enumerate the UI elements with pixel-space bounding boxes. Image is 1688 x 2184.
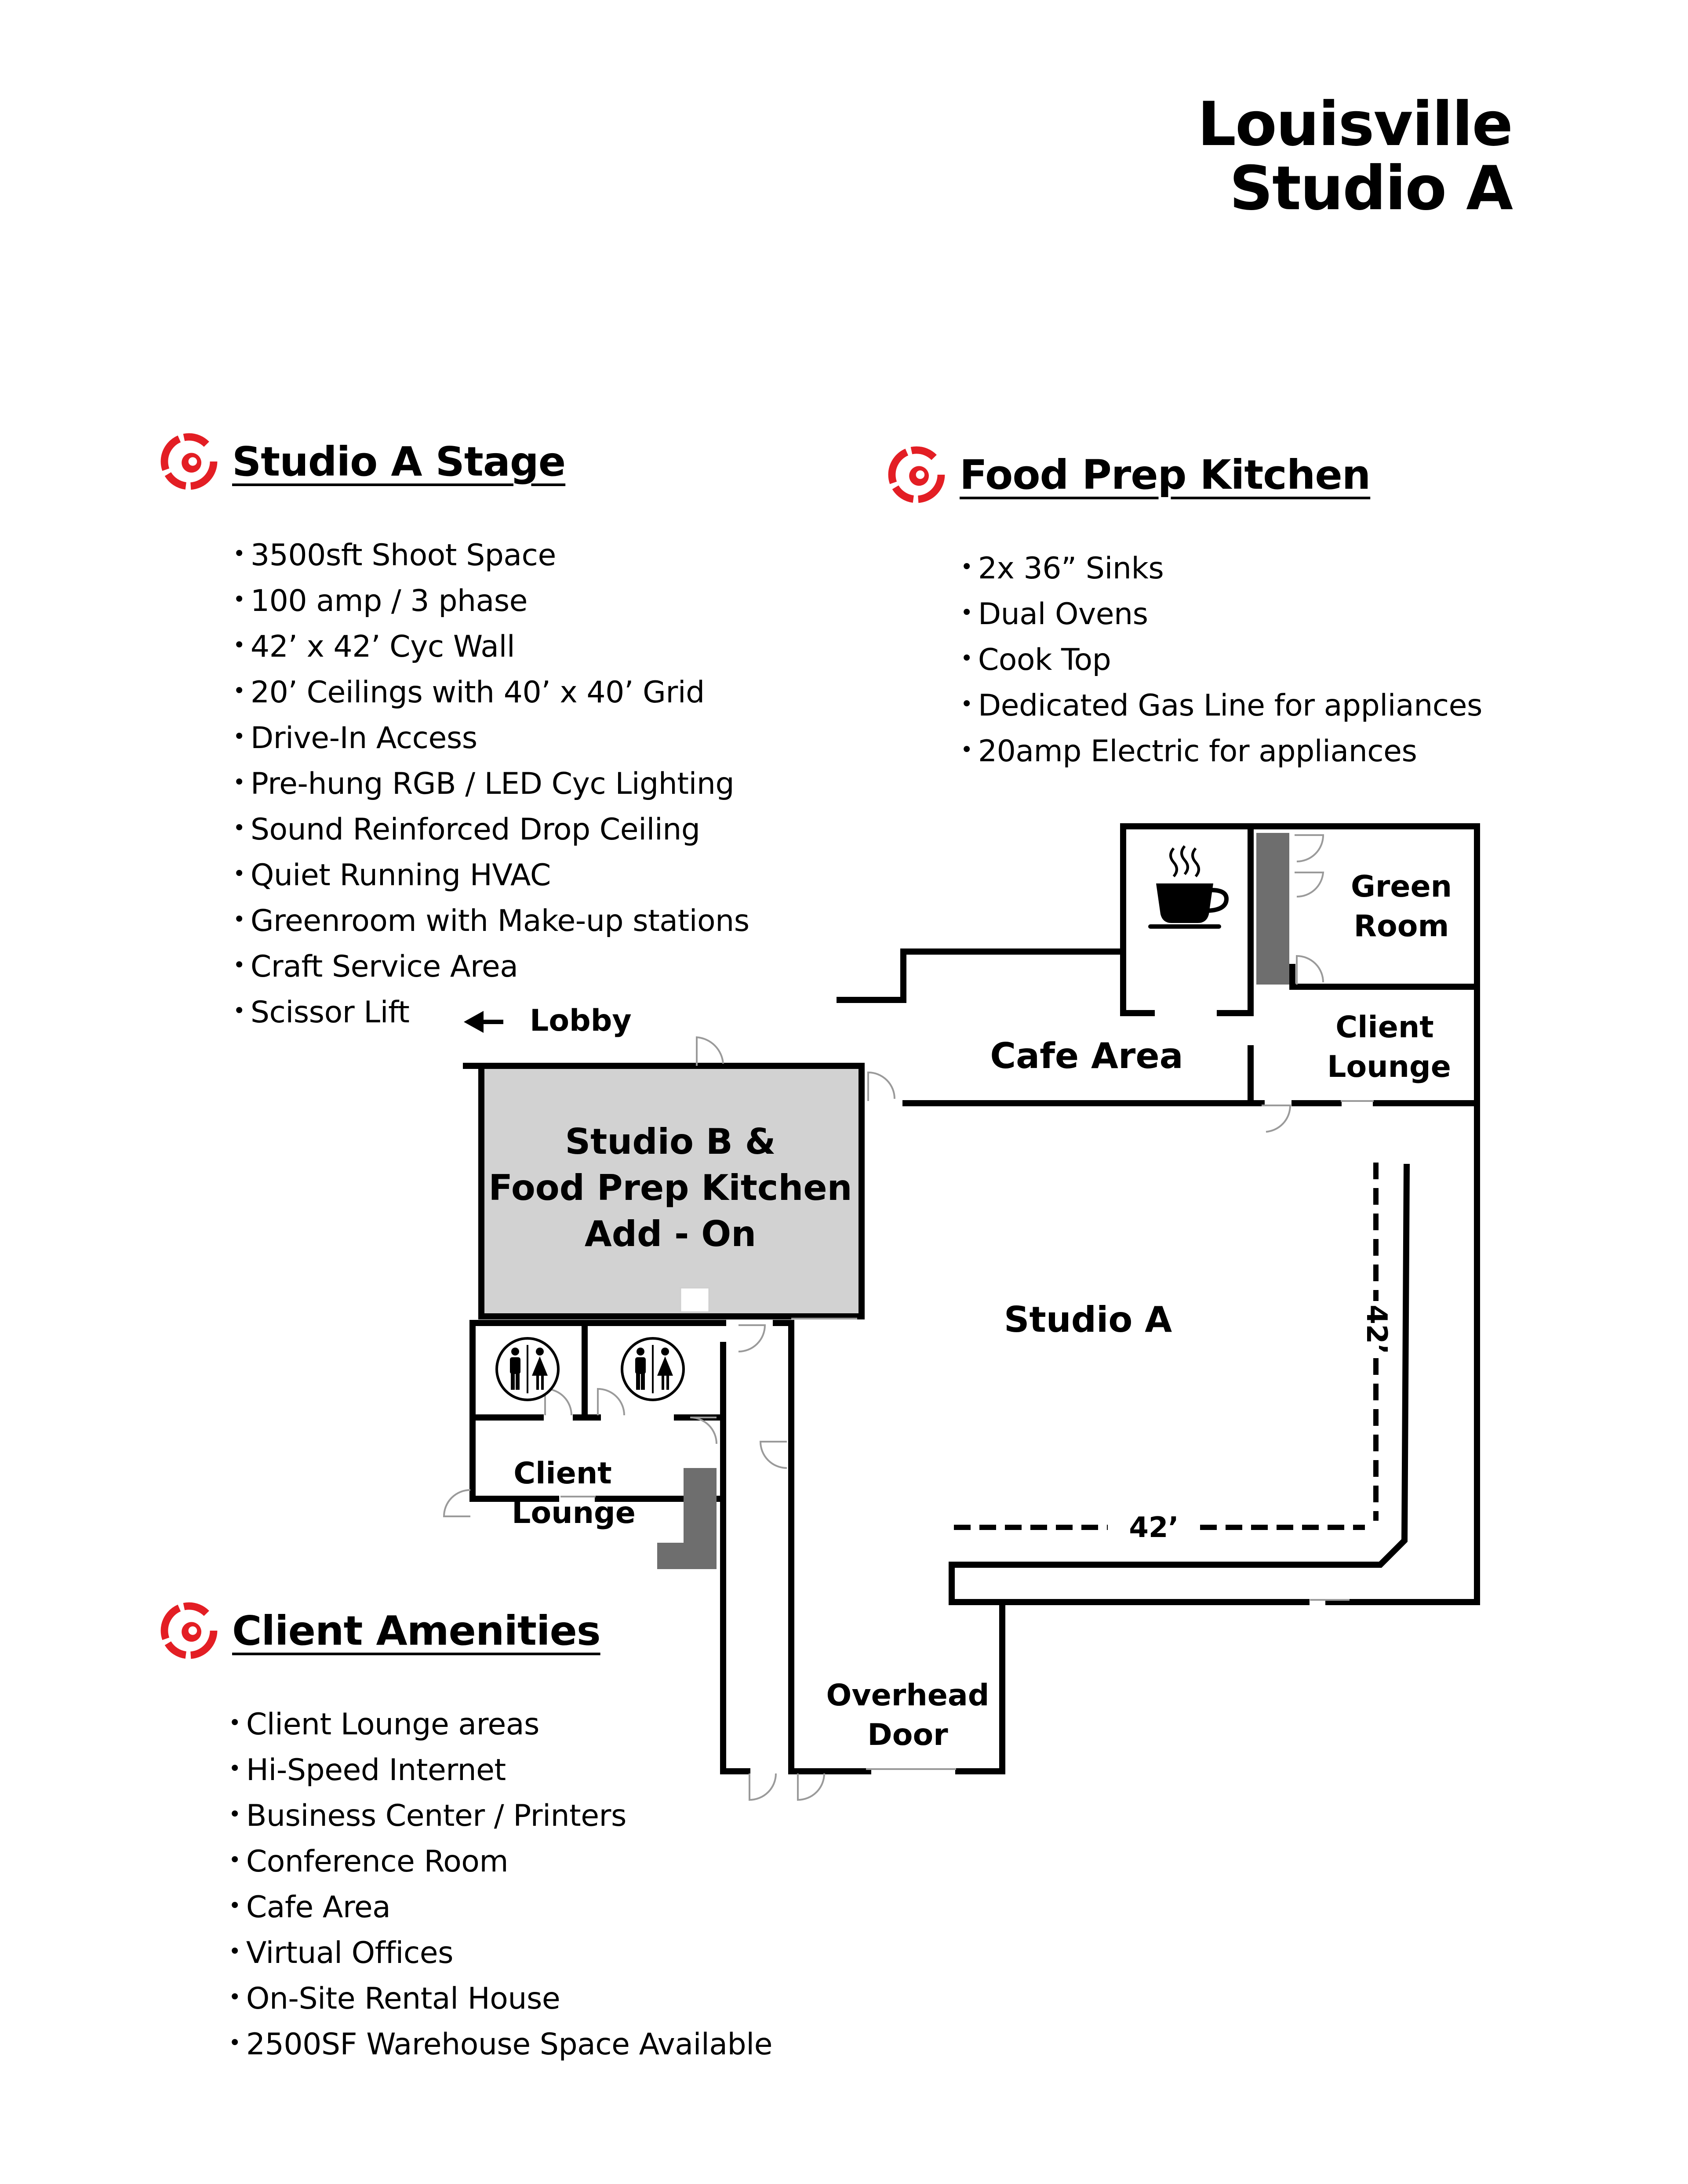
studio-b-room (478, 1063, 865, 1319)
studio-a-label: Studio A (1004, 1299, 1172, 1340)
lobby-label: Lobby (530, 1003, 632, 1038)
overhead-door-label-line-2: Door (867, 1718, 948, 1752)
door-swing (749, 1773, 777, 1801)
list-item: Craft Service Area (233, 943, 749, 989)
list-item: Scissor Lift (233, 989, 749, 1035)
list-item: Conference Room (229, 1838, 772, 1884)
client-amenities-section: Client Amenities Client Lounge areas Hi-… (158, 1600, 772, 2067)
door-swing (696, 1036, 724, 1066)
door-swing (1295, 872, 1324, 898)
kitchen-feature-list: 2x 36” Sinks Dual Ovens Cook Top Dedicat… (960, 545, 1483, 774)
studio-b-label-line-2: Food Prep Kitchen (488, 1167, 852, 1208)
list-item: Client Lounge areas (229, 1701, 772, 1747)
stair-block (1256, 833, 1289, 985)
section-heading-amenities: Client Amenities (232, 1607, 601, 1654)
wall (469, 1320, 726, 1502)
stair-block (657, 1468, 717, 1569)
list-item: 3500sft Shoot Space (233, 532, 749, 578)
amenities-feature-list: Client Lounge areas Hi-Speed Internet Bu… (229, 1701, 773, 2067)
wall (955, 1599, 1005, 1774)
list-item: Dedicated Gas Line for appliances (960, 682, 1483, 728)
list-item: 2500SF Warehouse Space Available (229, 2021, 773, 2067)
restroom-icon (621, 1337, 685, 1401)
cyc-width-label: 42’ (1129, 1512, 1179, 1544)
green-room-label-line-2: Room (1354, 909, 1449, 944)
studio-b-label-line-3: Add - On (585, 1214, 756, 1254)
restroom-icon (495, 1337, 560, 1401)
list-item: Quiet Running HVAC (233, 852, 749, 898)
title-line-1: Louisville (1197, 89, 1513, 160)
door-swing (690, 1417, 717, 1444)
client-lounge-bottom-label-line-1: Client (513, 1456, 612, 1491)
list-item: 20amp Electric for appliances (960, 728, 1482, 774)
wall (1248, 823, 1480, 1605)
list-item: Drive-In Access (233, 715, 749, 760)
list-item: Virtual Offices (229, 1930, 772, 1975)
page-title: Louisville Studio A (1197, 89, 1513, 224)
client-lounge-bottom-label-line-2: Lounge (512, 1496, 636, 1530)
studio-b-door-panel (680, 1287, 710, 1313)
brand-logo-icon (160, 1602, 218, 1659)
door-swing (1295, 834, 1324, 862)
door-swing (597, 1388, 625, 1416)
list-item: Pre-hung RGB / LED Cyc Lighting (233, 760, 749, 806)
door-swing (797, 1773, 825, 1801)
title-line-2: Studio A (1229, 153, 1513, 224)
stage-feature-list: 3500sft Shoot Space 100 amp / 3 phase 42… (233, 532, 749, 1035)
green-room-label-line-1: Green (1351, 869, 1452, 904)
door-swing (738, 1324, 766, 1352)
section-heading-kitchen: Food Prep Kitchen (960, 451, 1371, 498)
list-item: 42’ x 42’ Cyc Wall (233, 623, 749, 669)
list-item: Greenroom with Make-up stations (233, 898, 749, 943)
section-heading-stage: Studio A Stage (232, 438, 566, 485)
brand-logo-icon (160, 433, 218, 490)
door-swing (1296, 955, 1324, 985)
arrow-left-icon (464, 1011, 503, 1033)
list-item: Business Center / Printers (229, 1792, 772, 1838)
list-item: Hi-Speed Internet (229, 1747, 772, 1792)
studio-b-label-line-1: Studio B & (565, 1121, 776, 1162)
overhead-door-label-line-1: Overhead (826, 1678, 990, 1713)
wall (837, 948, 1126, 1003)
list-item: 100 amp / 3 phase (233, 578, 749, 623)
list-item: Cafe Area (229, 1884, 772, 1930)
door-swing (759, 1441, 787, 1469)
list-item: Dual Ovens (960, 591, 1482, 636)
studio-a-stage-section: Studio A Stage 3500sft Shoot Space 100 a… (158, 431, 749, 1035)
list-item: Sound Reinforced Drop Ceiling (233, 806, 749, 852)
door-swing (1262, 1105, 1291, 1133)
door-swing (443, 1489, 471, 1517)
wall (1120, 823, 1254, 1016)
list-item: 20’ Ceilings with 40’ x 40’ Grid (233, 669, 749, 715)
list-item: Cook Top (960, 636, 1482, 682)
cyc-depth-label: 42’ (1360, 1305, 1393, 1354)
list-item: On-Site Rental House (229, 1975, 772, 2021)
door-swing (867, 1071, 895, 1101)
client-lounge-top-label-line-1: Client (1335, 1010, 1434, 1045)
client-lounge-top-label-line-2: Lounge (1327, 1050, 1451, 1084)
coffee-cup-icon (1148, 845, 1229, 929)
food-prep-kitchen-section: Food Prep Kitchen 2x 36” Sinks Dual Oven… (886, 444, 1482, 774)
brand-logo-icon (888, 446, 945, 503)
wall (949, 1163, 1410, 1605)
list-item: 2x 36” Sinks (960, 545, 1482, 591)
cafe-area-label: Cafe Area (990, 1036, 1183, 1076)
